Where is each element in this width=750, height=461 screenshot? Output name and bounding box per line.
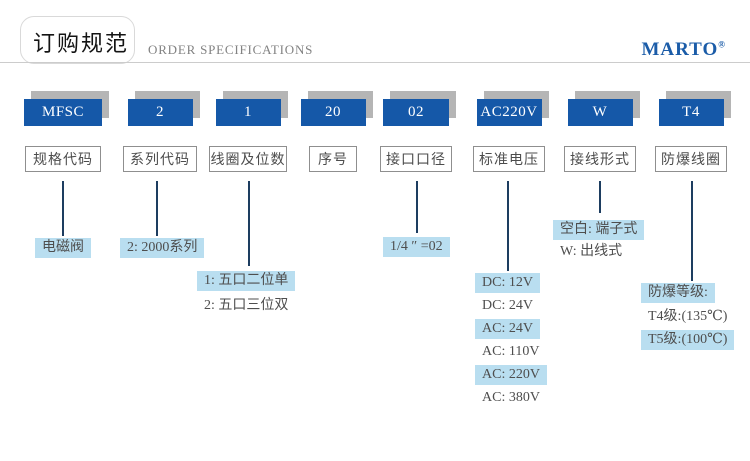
field-name-box: 接口口径 (380, 146, 452, 172)
connector-line (156, 181, 158, 236)
field-name-box: 系列代码 (123, 146, 197, 172)
legend-note: AC: 110V (482, 344, 540, 359)
legend-note: 空白: 端子式 (553, 220, 645, 240)
legend-note: DC: 24V (482, 298, 533, 313)
field-name-box: 规格代码 (25, 146, 101, 172)
legend-note: 电磁阀 (35, 238, 91, 258)
connector-line (507, 181, 509, 271)
code-segment-box: 1 (215, 99, 281, 126)
code-segment-box: W (567, 99, 633, 126)
code-segment-box: T4 (658, 99, 724, 126)
page-title: 订购规范 (33, 31, 130, 56)
code-segment-box: AC220V (476, 99, 542, 126)
field-name-box: 线圈及位数 (209, 146, 287, 172)
legend-note: W: 出线式 (560, 244, 623, 259)
field-name-box: 标准电压 (473, 146, 545, 172)
legend-note: DC: 12V (475, 273, 540, 293)
field-name-box: 接线形式 (564, 146, 636, 172)
title-frame (20, 16, 135, 64)
legend-note: AC: 24V (475, 319, 540, 339)
brand-name: MARTO (641, 39, 719, 60)
legend-note: T4级:(135℃) (648, 308, 728, 324)
legend-notes: 空白: 端子式 W: 出线式 (553, 220, 645, 262)
code-segment-box: 2 (127, 99, 193, 126)
code-segment-box: MFSC (24, 99, 102, 126)
field-name-box: 防爆线圈 (655, 146, 727, 172)
connector-line (248, 181, 250, 266)
legend-note: AC: 220V (475, 365, 547, 385)
legend-note: AC: 380V (482, 390, 540, 405)
code-segment-box: 02 (383, 99, 449, 126)
legend-note: 2: 五口三位双 (204, 298, 289, 313)
connector-line (599, 181, 601, 213)
legend-notes: 1: 五口二位单 2: 五口三位双 (197, 271, 296, 316)
connector-line (416, 181, 418, 233)
code-segment-box: 20 (300, 99, 366, 126)
legend-note: 1: 五口二位单 (197, 271, 296, 291)
legend-note: 1/4 ″ =02 (383, 237, 450, 257)
registered-mark: ® (718, 39, 726, 50)
brand-logo: MARTO® (641, 39, 726, 61)
legend-note: 防爆等级: (641, 283, 715, 303)
connector-line (62, 181, 64, 236)
header-divider (0, 62, 750, 63)
legend-note: 2: 2000系列 (120, 238, 205, 258)
legend-note: T5级:(100℃) (641, 330, 735, 350)
legend-notes: 防爆等级: T4级:(135℃) T5级:(100℃) (641, 283, 735, 350)
page-subtitle: ORDER SPECIFICATIONS (148, 42, 314, 57)
legend-notes: 1/4 ″ =02 (383, 237, 450, 257)
legend-notes: 电磁阀 (35, 238, 91, 258)
legend-notes: 2: 2000系列 (120, 238, 205, 258)
field-name-box: 序号 (309, 146, 357, 172)
legend-notes: DC: 12V DC: 24V AC: 24V AC: 110V AC: 220V AC:… (475, 273, 547, 408)
connector-line (691, 181, 693, 281)
